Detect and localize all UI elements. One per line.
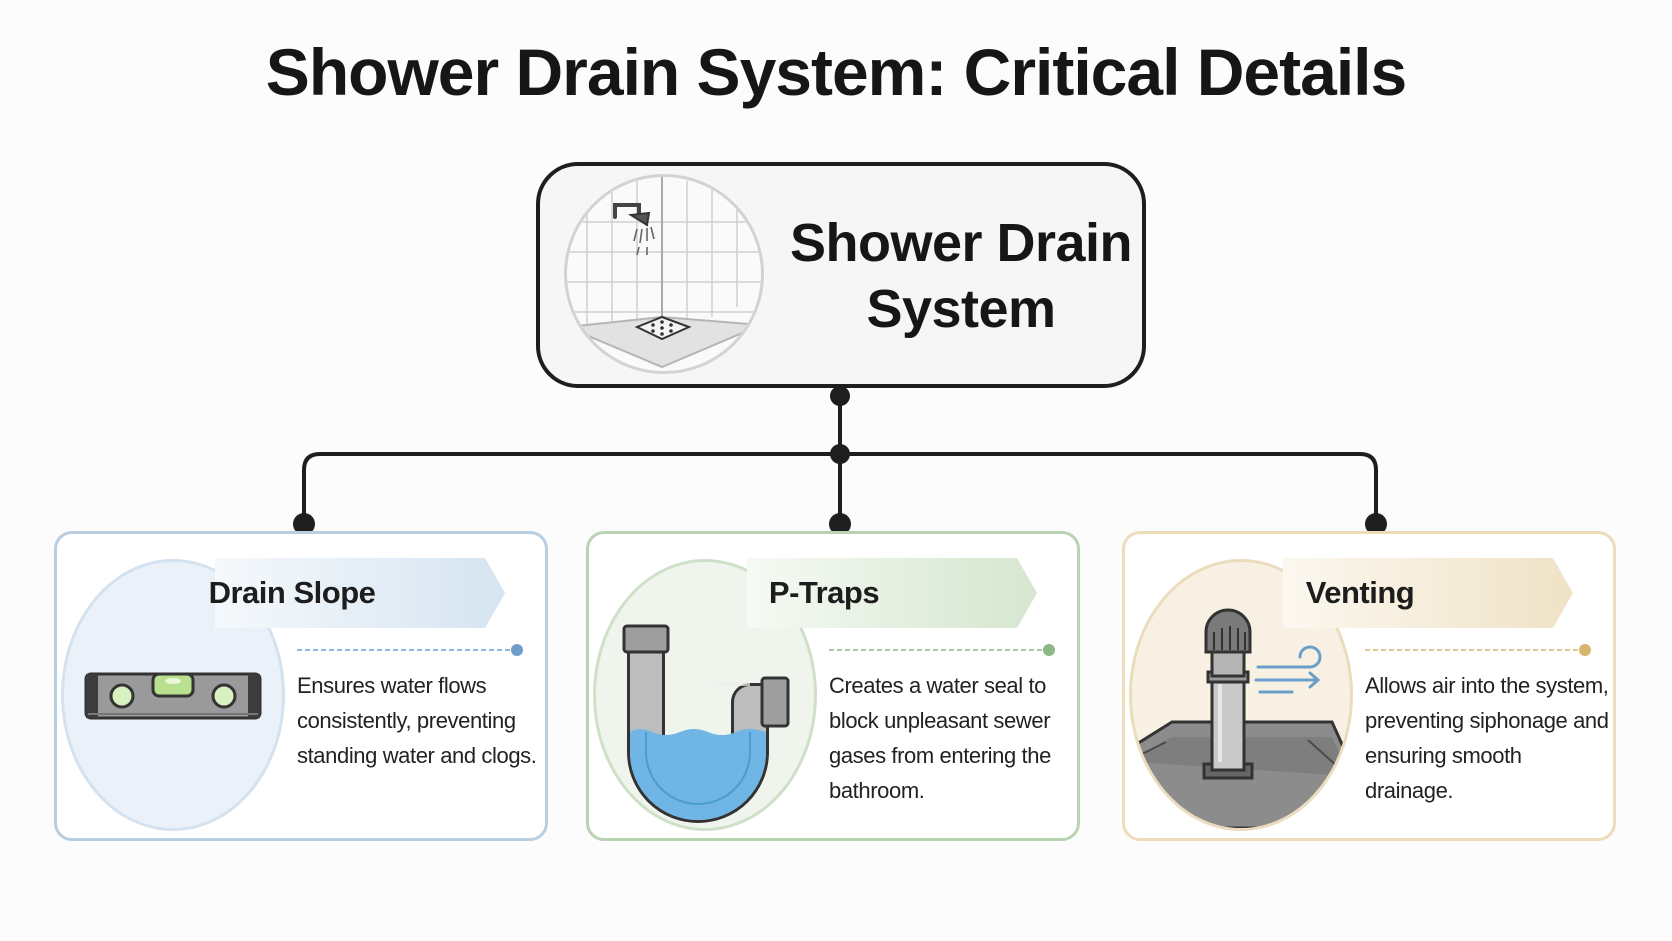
card-p-traps: P-Traps Creates a water seal to block un… xyxy=(586,531,1080,841)
card-venting: Venting Allows air into the system, prev… xyxy=(1122,531,1616,841)
central-node: Shower Drain System xyxy=(536,162,1146,388)
card-description: Ensures water flows consistently, preven… xyxy=(297,673,537,768)
page-title: Shower Drain System: Critical Details xyxy=(265,35,1407,109)
divider-line xyxy=(297,644,523,656)
central-title-line-2: System xyxy=(866,279,1056,339)
card-description: Creates a water seal to block unpleasant… xyxy=(829,673,1051,803)
card-title-banner xyxy=(215,558,505,628)
card-description: Allows air into the system, preventing s… xyxy=(1365,673,1609,803)
central-title-line-1: Shower Drain xyxy=(789,213,1133,273)
shower-stall-icon xyxy=(564,174,764,374)
vent-pipe-icon xyxy=(1129,559,1353,831)
card-drain-slope: Drain Slope Ensures water flows consiste… xyxy=(54,531,548,841)
card-title: Drain Slope xyxy=(208,575,376,610)
central-node-title: Shower Drain System xyxy=(776,210,1146,342)
card-title-banner xyxy=(747,558,1037,628)
card-title: P-Traps xyxy=(768,575,880,610)
spirit-level-icon xyxy=(61,559,285,831)
card-title: Venting xyxy=(1305,575,1415,610)
divider-line xyxy=(829,644,1055,656)
card-title-banner xyxy=(1283,558,1573,628)
divider-line xyxy=(1365,644,1591,656)
